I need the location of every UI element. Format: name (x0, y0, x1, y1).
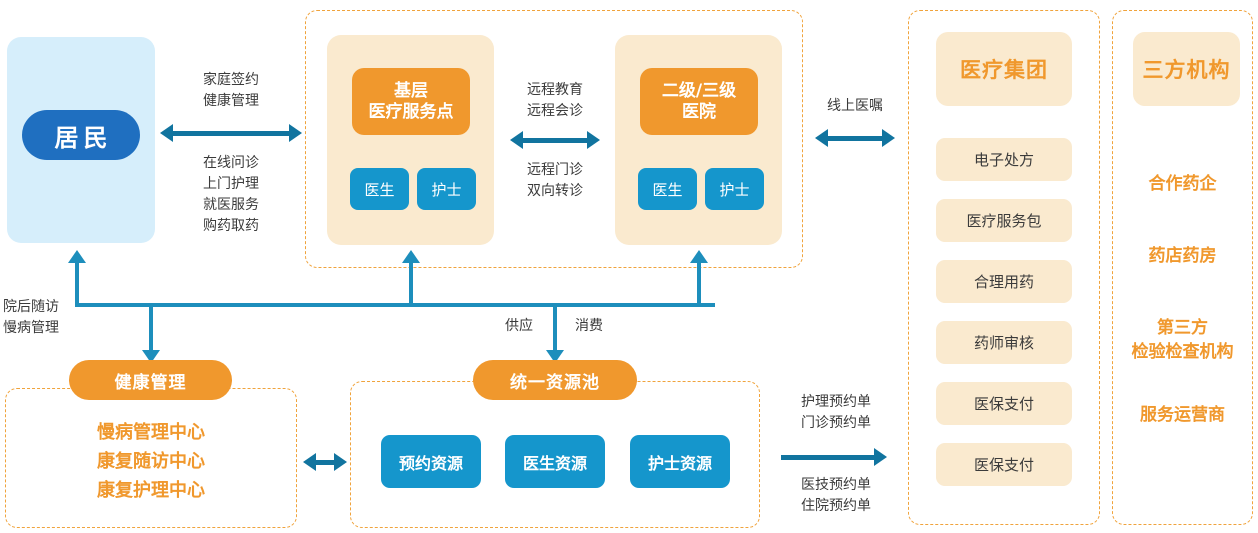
label-consume: 消费 (575, 318, 603, 334)
label-remote-education: 远程教育 远程会诊 (527, 82, 583, 119)
label-post-discharge-followup: 院后随访 慢病管理 (3, 299, 59, 336)
arrowhead-up-hospital (690, 250, 708, 263)
base-clinic-role-doctor: 医生 (350, 168, 409, 210)
resource-pool-pill: 统一资源池 (473, 360, 637, 400)
health-item-rehab-nursing: 康复护理中心 (97, 480, 205, 501)
resident-pill: 居民 (22, 110, 140, 160)
arrow-resident-clinic-head-right (289, 124, 302, 142)
hospital-role-doctor: 医生 (638, 168, 697, 210)
label-remote-clinic-referral: 远程门诊 双向转诊 (527, 162, 583, 199)
connector-up-base-clinic (409, 263, 413, 305)
third-party-item-pharmacy: 药店药房 (1148, 246, 1217, 266)
arrow-clinic-hospital-head-left (510, 131, 523, 149)
label-online-orders: 线上医嘱 (827, 98, 883, 114)
label-family-contract: 家庭签约 健康管理 (203, 72, 259, 109)
group-item-insurance-payment-2: 医保支付 (936, 443, 1072, 486)
health-item-rehab-followup: 康复随访中心 (97, 451, 205, 472)
third-party-item-service-operator: 服务运营商 (1140, 405, 1225, 425)
arrow-health-pool-shaft (313, 460, 335, 465)
health-item-chronic: 慢病管理中心 (97, 422, 205, 443)
label-supply: 供应 (505, 318, 533, 334)
group-item-pharmacist-review: 药师审核 (936, 321, 1072, 364)
arrow-health-pool-head-right (334, 453, 347, 471)
arrow-pool-group-shaft (781, 455, 875, 460)
hospital-title: 二级/三级 医院 (640, 68, 758, 135)
base-clinic-role-nurse: 护士 (417, 168, 476, 210)
group-item-service-package: 医疗服务包 (936, 199, 1072, 242)
arrowhead-up-resident (68, 250, 86, 263)
arrow-hospital-group-shaft (827, 136, 883, 141)
pool-item-appointment: 预约资源 (381, 435, 481, 488)
arrowhead-down-health (142, 350, 160, 363)
connector-up-resident (75, 263, 79, 305)
base-clinic-card (327, 35, 494, 245)
connector-up-hospital (697, 263, 701, 305)
arrow-resident-clinic-shaft (172, 131, 290, 136)
pool-item-nurse: 护士资源 (630, 435, 730, 488)
third-party-item-testing-agency: 第三方 检验检查机构 (1131, 318, 1234, 362)
group-item-insurance-payment-1: 医保支付 (936, 382, 1072, 425)
connector-bus-horizontal (75, 303, 715, 307)
care-zone-container (305, 10, 803, 268)
arrow-clinic-hospital-head-right (587, 131, 600, 149)
arrow-clinic-hospital-shaft (522, 138, 588, 143)
connector-down-pool (553, 303, 557, 353)
group-item-e-prescription: 电子处方 (936, 138, 1072, 181)
arrow-health-pool-head-left (303, 453, 316, 471)
arrow-hospital-group-head-left (815, 129, 828, 147)
connector-down-health (149, 303, 153, 353)
medical-group-title: 医疗集团 (936, 32, 1072, 106)
arrowhead-up-base-clinic (402, 250, 420, 263)
label-online-services: 在线问诊 上门护理 就医服务 购药取药 (203, 155, 259, 234)
third-party-title: 三方机构 (1133, 32, 1240, 106)
label-medtech-inpatient-orders: 医技预约单 住院预约单 (801, 477, 871, 514)
arrowhead-down-pool (546, 350, 564, 363)
third-party-zone (1112, 10, 1253, 525)
health-management-items: 慢病管理中心 康复随访中心 康复护理中心 (5, 418, 297, 505)
group-item-rational-drug-use: 合理用药 (936, 260, 1072, 303)
arrow-hospital-group-head-right (882, 129, 895, 147)
arrow-pool-group-head (874, 448, 887, 466)
arrow-resident-clinic-head-left (160, 124, 173, 142)
health-management-pill: 健康管理 (69, 360, 232, 400)
medical-group-zone (908, 10, 1100, 525)
hospital-card (615, 35, 782, 245)
label-nursing-outpatient-orders: 护理预约单 门诊预约单 (801, 394, 871, 431)
hospital-role-nurse: 护士 (705, 168, 764, 210)
third-party-item-pharma-partner: 合作药企 (1148, 174, 1217, 194)
base-clinic-title: 基层 医疗服务点 (352, 68, 470, 135)
pool-item-doctor: 医生资源 (505, 435, 605, 488)
